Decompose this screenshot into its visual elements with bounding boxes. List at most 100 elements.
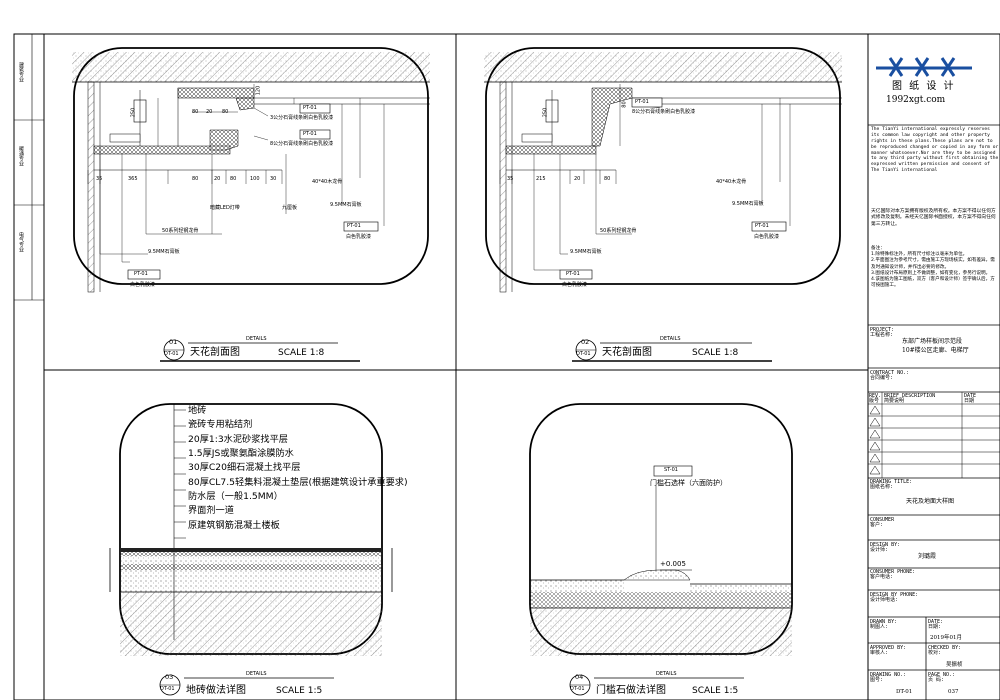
strip-label-architecture: 建筑专业: [18, 62, 24, 82]
dim-label: 120: [255, 85, 262, 96]
tag-pt01: PT-01: [635, 99, 649, 105]
project-value: 东部广场样板间示范段 10#楼公区走廊、电梯厅: [902, 338, 969, 354]
panel-title: 门槛石做法详图: [596, 685, 666, 696]
dim-label: 35: [507, 176, 514, 182]
drawn-by-label: DRAWN BY: 制图人:: [870, 619, 898, 631]
detail-ref: DT-01: [570, 686, 585, 692]
dim-label: 80: [230, 176, 237, 182]
design-by-label: DESIGN BY: 设计师:: [870, 542, 901, 554]
page-no-label: PAGE NO.: 页 码:: [928, 672, 956, 684]
logo-text: 图 纸 设 计: [892, 81, 956, 92]
layer-item: 瓷砖专用粘结剂: [188, 419, 253, 431]
dim-label: 20: [214, 176, 221, 182]
detail-number: 04: [575, 673, 584, 681]
detail-number: 03: [165, 673, 174, 681]
dim-label: 30: [270, 176, 277, 182]
note-gypsum: 9.5MM石膏板: [330, 202, 362, 208]
detail-ref: DT-01: [160, 686, 175, 692]
note-item: 4.该图纸为施工图纸，双方（客户和设计师）签字确认后，方可按图施工。: [871, 276, 995, 289]
dim-label: 20: [574, 176, 581, 182]
dim-label: 80: [222, 109, 229, 115]
checked-by-value: 吴振桢: [946, 662, 963, 668]
detail-number: 01: [169, 338, 178, 346]
note-threshold-stone: 门槛石选样（六面防护）: [650, 479, 727, 487]
consumer-phone-label: CONSUMER PHONE: 客户电话:: [870, 569, 916, 581]
date-header: DATE 日期: [964, 393, 977, 405]
note-white-paint-2: 白色乳胶漆: [562, 282, 588, 288]
tag-st01: ST-01: [664, 467, 678, 473]
design-phone-label: DESIGN BY PHONE: 设计师电话:: [870, 592, 919, 604]
layer-item: 防水层（一般1.5MM）: [188, 491, 283, 503]
level-mark: +0.005: [660, 560, 686, 568]
drawing-title-value: 天花及地面大样图: [906, 498, 955, 505]
note-gypsum-2: 9.5MM石膏板: [148, 249, 180, 255]
panel-scale: SCALE 1:5: [276, 686, 323, 696]
panel-scale: SCALE 1:8: [278, 348, 325, 358]
general-notes: 备注： 1.除特殊标注外，所有尺寸标注以毫米为单位。 2.平面图注为参考尺寸，需…: [871, 246, 999, 289]
tag-pt01: PT-01: [303, 131, 317, 137]
consumer-label: CONSUMER 客户:: [870, 517, 895, 529]
dim-label: 80: [604, 176, 611, 182]
panel-title: 地砖做法详图: [186, 685, 246, 696]
drawing-no-label: DRAWING NO.: 图号:: [870, 672, 907, 684]
note-wood-keel: 40*40木龙骨: [716, 179, 747, 185]
note-item: 3.图纸设计布局原则上不做调整，如有变化，参另行说明。: [871, 270, 991, 276]
detail-ref: DT-01: [164, 351, 179, 357]
rev-header: REV. 版号: [869, 393, 882, 405]
tag-pt01: PT-01: [755, 223, 769, 229]
dim-label: 35: [96, 176, 103, 182]
dim-label: 250: [130, 107, 137, 118]
details-label: DETAILS: [246, 336, 267, 342]
layer-item: 80厚CL7.5轻集料混凝土垫层(根据建筑设计承重要求): [188, 476, 408, 488]
dim-label: 365: [128, 176, 138, 182]
dim-label: 215: [536, 176, 546, 182]
dim-label: 80: [192, 109, 199, 115]
logo-mark: [876, 57, 972, 77]
note-item: 1.除特殊标注外，所有尺寸标注以毫米为单位。: [871, 252, 968, 258]
dim-label: 250: [542, 107, 549, 118]
tag-pt01: PT-01: [303, 105, 317, 111]
note-8cm-moulding: 8公分石膏线条刷白色乳胶漆: [632, 109, 696, 115]
logo-url: 1992xgt.com: [886, 95, 946, 105]
tag-pt01: PT-01: [134, 271, 148, 277]
layer-item: 界面剂一道: [188, 505, 234, 517]
date-value: 2019年01月: [930, 635, 962, 641]
details-label: DETAILS: [246, 671, 267, 677]
details-label: DETAILS: [656, 671, 677, 677]
dim-label: 80: [621, 101, 628, 108]
dim-label: 80: [192, 176, 199, 182]
strip-label-hvac: 暖通专业: [18, 146, 24, 166]
panel-title: 天花剖面图: [190, 347, 240, 358]
note-plywood: 九厘板: [282, 205, 298, 211]
approved-by-label: APPROVED BY: 审核人:: [870, 645, 907, 657]
note-white-paint: 白色乳胶漆: [754, 234, 780, 240]
tag-pt01: PT-01: [566, 271, 580, 277]
legal-english: The TianYi international expressly reser…: [871, 127, 999, 174]
tag-pt01: PT-01: [347, 223, 361, 229]
layer-item: 原建筑钢筋混凝土楼板: [188, 519, 280, 531]
dim-label: 100: [250, 176, 260, 182]
brief-description-header: BRIEF DESCRIPTION 简要说明: [884, 393, 936, 405]
note-white-paint: 白色乳胶漆: [346, 234, 372, 240]
note-gypsum-2: 9.5MM石膏板: [570, 249, 602, 255]
note-8cm-moulding: 8公分石膏线条刷白色乳胶漆: [270, 141, 334, 147]
layer-item: 20厚1:3水泥砂浆找平层: [188, 433, 288, 445]
designer-name: 刘璐霞: [918, 553, 937, 560]
detail-ref: DT-01: [576, 351, 591, 357]
details-label: DETAILS: [660, 336, 681, 342]
note-led: 暗藏LED灯带: [210, 205, 240, 211]
panel-scale: SCALE 1:5: [692, 686, 739, 696]
panel-title: 天花剖面图: [602, 347, 652, 358]
note-wood-keel: 40*40木龙骨: [312, 179, 343, 185]
legal-chinese: 天亿国际对本方案拥有版权及所有权。本方案不得以任何方式修改及复制。未经天亿国际书…: [871, 209, 996, 227]
dim-label: 20: [206, 109, 213, 115]
drawing-no-value: DT-01: [896, 689, 913, 695]
note-white-paint-2: 白色乳胶漆: [130, 282, 156, 288]
project-label: PROJECT: 工程名称:: [870, 327, 895, 339]
date-label: DATE: 日期:: [928, 619, 944, 631]
drawing-title-label: DRAWING TITLE: 图纸名称:: [870, 479, 913, 491]
detail-number: 02: [581, 338, 590, 346]
layer-item: 1.5厚JS或聚氨酯涂膜防水: [188, 448, 294, 460]
note-steel-keel: 50系列轻钢龙骨: [600, 228, 637, 234]
